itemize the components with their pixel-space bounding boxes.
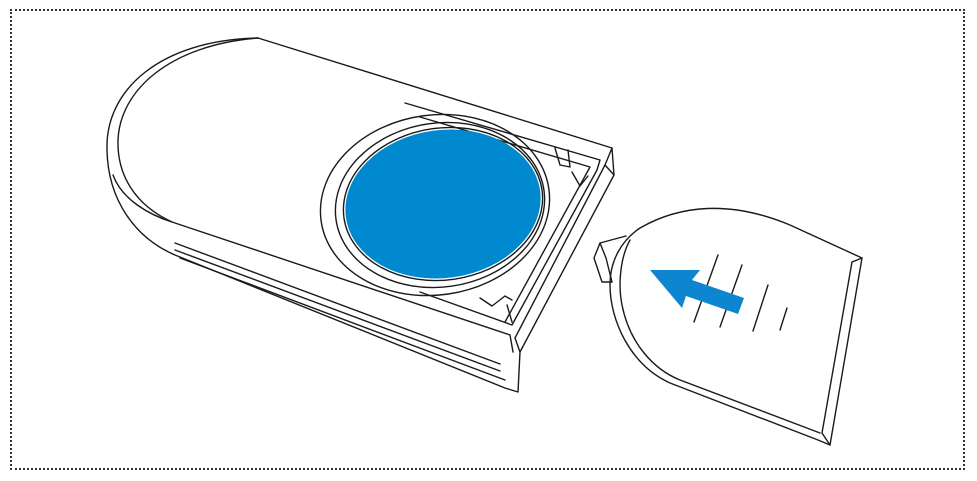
battery-cover-icon (593, 207, 863, 446)
insert-arrow-icon (650, 270, 744, 314)
compartment-notch-low-2 (506, 304, 513, 323)
cover-grip-3 (752, 284, 769, 332)
coin-battery-icon (345, 129, 541, 279)
case-side-groove-3 (179, 257, 506, 381)
cover-tab (593, 235, 627, 283)
compartment-notch-low (479, 295, 513, 307)
case-top-rim (117, 37, 514, 353)
cover-right-edge (821, 257, 863, 446)
cover-tab-inner (599, 242, 613, 283)
case-front-edge (112, 174, 173, 223)
compartment-notch-top (554, 147, 571, 168)
compartment-notch-mid (571, 171, 589, 187)
case-side-groove-1 (174, 242, 501, 365)
battery-rim (342, 126, 544, 282)
battery-well-inner (334, 121, 546, 289)
compartment-floor (404, 102, 601, 326)
case-side-groove-2 (174, 249, 501, 372)
cover-grip-4 (779, 307, 788, 331)
cover-outer (609, 207, 863, 446)
case-end-face-bottom (604, 164, 615, 176)
dotted-frame (10, 9, 965, 470)
battery-well-outer (319, 113, 551, 297)
cover-inner-edge (619, 239, 821, 434)
case-end-face-side (514, 337, 521, 353)
